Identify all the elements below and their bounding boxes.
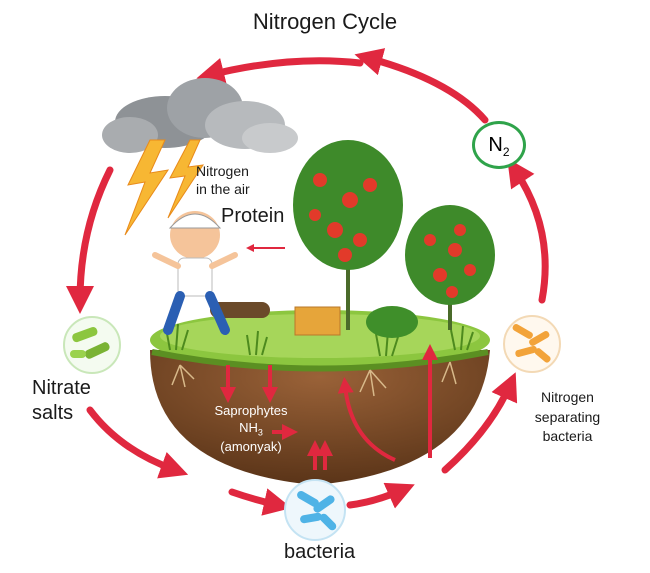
soil-process-label: Saprophytes NH3 (amonyak) (196, 403, 306, 456)
nh-text: NH (239, 419, 258, 435)
soil-bacteria-icon (284, 479, 346, 541)
soil-arrows (220, 344, 438, 470)
arrow-nitrate-to-bottom (86, 406, 189, 479)
ground-cross-section (150, 302, 490, 485)
arrow-top-to-cloud (196, 57, 364, 86)
amonyak-label: (amonyak) (220, 439, 282, 455)
arrow-n2-to-top (354, 48, 489, 124)
arrow-bacteria-right (346, 482, 415, 509)
page-title: Nitrogen Cycle (252, 9, 398, 34)
nitrate-salts-label: Nitrate salts (32, 376, 91, 426)
n2-subscript: 2 (502, 145, 510, 159)
arrow-to-bacteria (228, 488, 292, 516)
nitrogen-separating-bacteria-icon (503, 315, 561, 373)
boy-illustration (152, 211, 238, 335)
air-line1: Nitrogen (196, 163, 249, 179)
arrow-to-separating-bacteria (441, 372, 518, 474)
nsep-line1: Nitrogen (541, 389, 594, 405)
air-line2: in the air (196, 180, 250, 197)
arrow-cloud-to-nitrate (66, 166, 114, 314)
saprophytes-label: Saprophytes (214, 403, 288, 418)
protein-label: Protein (221, 205, 285, 227)
bacteria-label: bacteria (284, 541, 356, 563)
cloud-icon (102, 78, 298, 153)
nsep-line3: bacteria (542, 428, 593, 445)
n2-symbol: N (488, 134, 503, 156)
nitrate-bacteria-icon (63, 316, 121, 374)
nitrogen-separating-bacteria-label: Nitrogen separating bacteria (520, 388, 615, 447)
tomato-plant-left (293, 140, 403, 330)
n2-badge: N2 (472, 121, 526, 169)
nh-subscript: 3 (257, 427, 263, 438)
cycle-arrows (66, 48, 549, 516)
nitrate-line2: salts (32, 402, 74, 424)
nsep-line2: separating (534, 408, 601, 425)
arrow-right-to-n2 (507, 158, 549, 304)
lightning-icon (124, 139, 205, 236)
nitrogen-in-air-label: Nitrogen in the air (196, 163, 250, 198)
nitrate-line1: Nitrate (32, 377, 91, 399)
tomato-plant-right (405, 205, 495, 330)
nh3-label: NH3 (196, 420, 306, 439)
